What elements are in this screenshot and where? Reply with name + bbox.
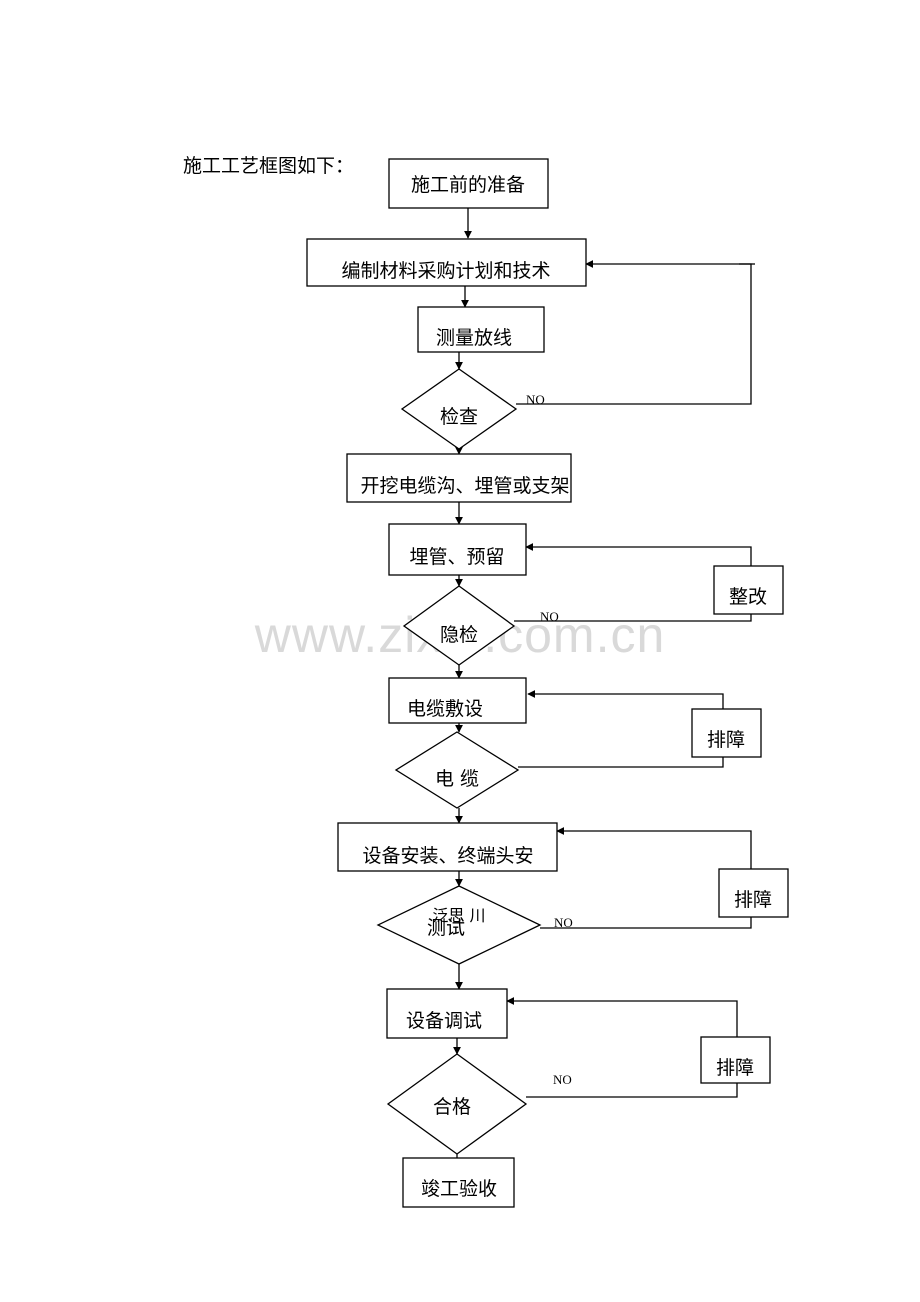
loop-troubleshoot1-to-cablelay <box>527 690 724 709</box>
step-plan-label: 编制材料采购计划和技术 <box>341 260 550 282</box>
decision-hidden-check: 隐检 <box>402 585 516 666</box>
step-cable-lay-label: 电缆敷设 <box>407 698 483 720</box>
loop-cable-out <box>518 757 724 768</box>
side-box-troubleshoot-2: 排障 <box>718 868 789 918</box>
loop-test-out <box>540 917 752 929</box>
step-survey-label: 测量放线 <box>436 327 512 349</box>
side-box-rectify-label: 整改 <box>729 586 767 608</box>
step-cable-lay: 电缆敷设 <box>388 677 527 724</box>
step-install-label: 设备安装、终端头安 <box>362 845 533 867</box>
decision-pass-label: 合格 <box>433 1096 471 1118</box>
step-excavate-label: 开挖电缆沟、埋管或支架 <box>360 475 569 497</box>
decision-cable: 电 缆 <box>394 731 520 809</box>
step-excavate: 开挖电缆沟、埋管或支架 <box>346 453 572 503</box>
loop-hiddencheck-out <box>514 614 752 622</box>
side-box-troubleshoot-1-label: 排障 <box>707 729 745 751</box>
loop-troubleshoot2-to-install <box>556 827 752 869</box>
decision-pass: 合格 <box>386 1053 528 1155</box>
no-label-check: NO <box>526 392 545 407</box>
step-complete-label: 竣工验收 <box>421 1178 497 1200</box>
step-debug: 设备调试 <box>386 988 508 1039</box>
loop-rectify-to-embed <box>525 543 752 566</box>
loop-troubleshoot3-to-debug <box>506 997 738 1037</box>
loop-check-to-plan <box>516 260 752 405</box>
decision-cable-label: 电 缆 <box>435 768 479 790</box>
no-label-hiddencheck: NO <box>540 609 559 624</box>
decision-check: 检查 <box>400 368 518 450</box>
side-box-troubleshoot-3: 排障 <box>700 1036 771 1084</box>
side-box-troubleshoot-2-label: 排障 <box>734 889 772 911</box>
decision-test-overlap-label: 泛思 川 <box>432 906 485 925</box>
decision-test-label: 测试 <box>427 917 465 939</box>
side-box-troubleshoot-3-label: 排障 <box>716 1057 754 1079</box>
step-prep: 施工前的准备 <box>388 158 549 209</box>
loop-pass-out <box>526 1083 738 1098</box>
step-install: 设备安装、终端头安 <box>337 822 558 872</box>
step-embed: 埋管、预留 <box>388 523 527 576</box>
side-box-troubleshoot-1: 排障 <box>691 708 762 758</box>
decision-test: 泛思 川 测试 <box>376 885 542 965</box>
step-plan: 编制材料采购计划和技术 <box>306 238 587 287</box>
decision-hidden-check-label: 隐检 <box>440 624 478 646</box>
no-label-test: NO <box>554 915 573 930</box>
decision-check-label: 检查 <box>440 406 478 428</box>
intro-text: 施工工艺框图如下： <box>183 155 354 177</box>
step-complete: 竣工验收 <box>402 1157 515 1208</box>
step-prep-label: 施工前的准备 <box>411 174 525 196</box>
step-debug-label: 设备调试 <box>406 1010 482 1032</box>
no-label-pass: NO <box>553 1072 572 1087</box>
side-box-rectify: 整改 <box>713 565 784 615</box>
step-survey: 测量放线 <box>417 306 545 353</box>
step-embed-label: 埋管、预留 <box>409 546 504 568</box>
